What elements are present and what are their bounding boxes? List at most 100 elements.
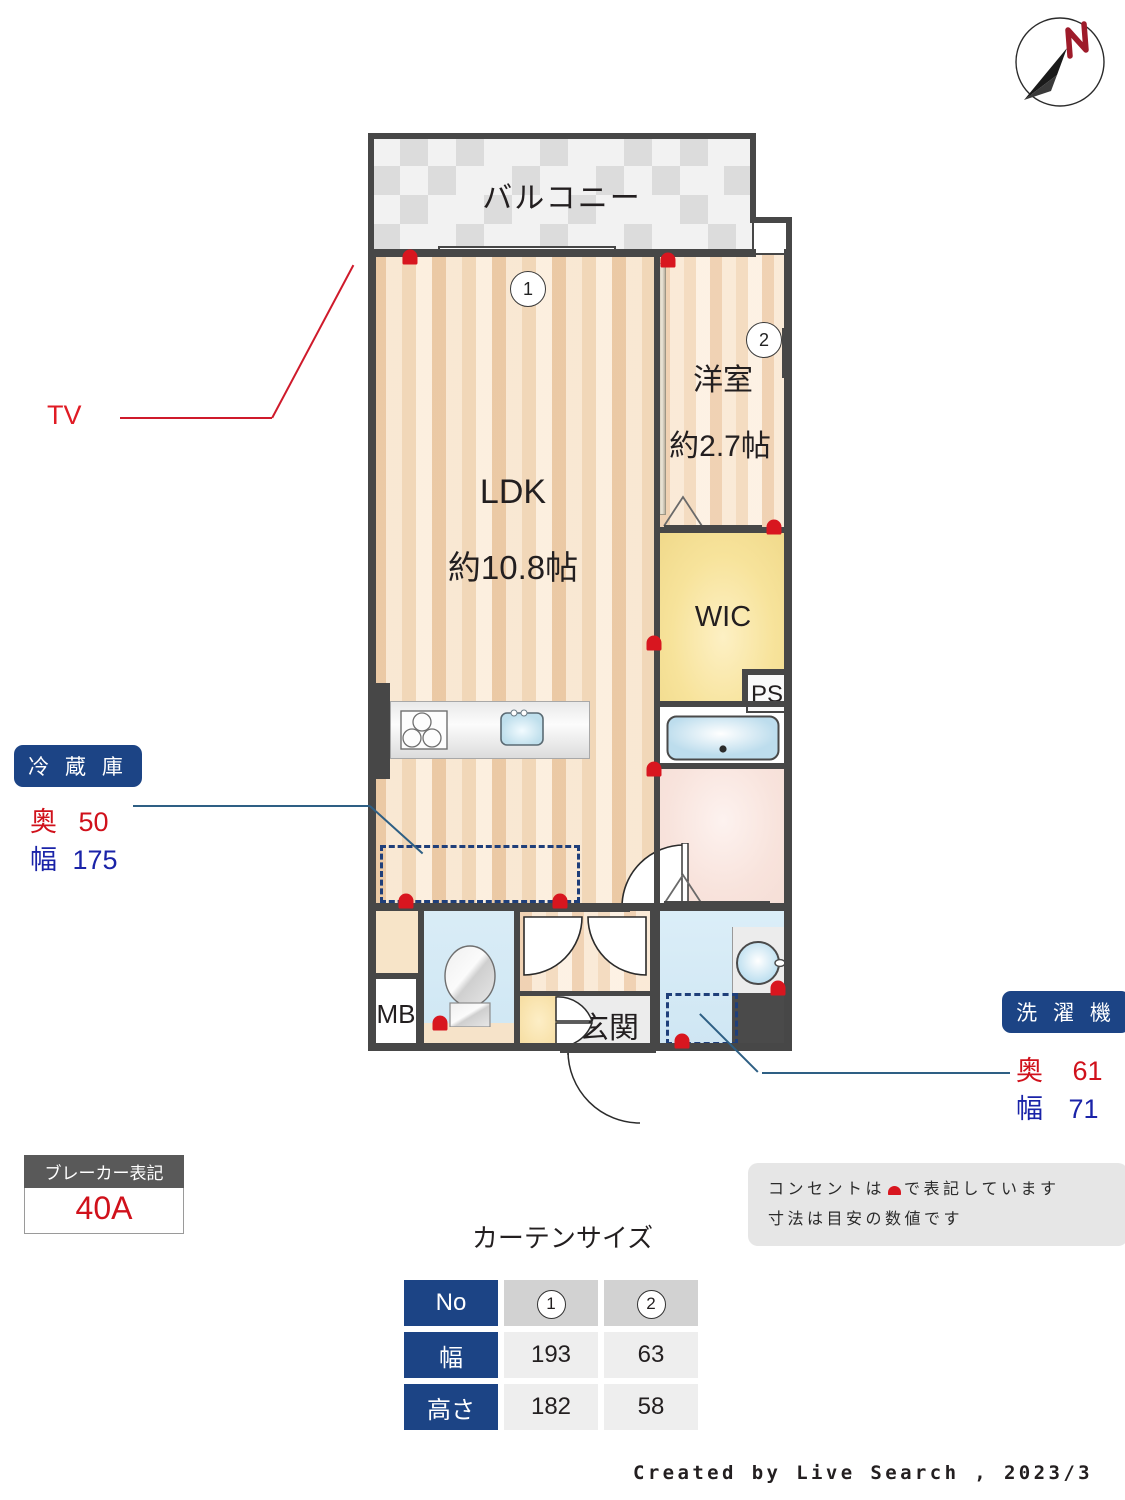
tv-leader-line-diagonal — [271, 264, 354, 419]
breaker-box: ブレーカー表記 40A — [24, 1155, 184, 1234]
wall-unit-right — [784, 249, 792, 1051]
wall-service-top — [368, 903, 660, 911]
washer-width-label: 幅 — [1016, 1094, 1043, 1124]
door-genkan-icon — [555, 996, 594, 1048]
wall-ldk-washitsu — [654, 255, 660, 1051]
curtain-table-title: カーテンサイズ — [471, 1223, 654, 1253]
label-wic: WIC — [694, 601, 752, 633]
fridge-width: 幅 175 — [30, 838, 118, 877]
outlet-washitsu-nw — [660, 252, 676, 268]
storage-shoebox — [374, 911, 418, 973]
door-hall-left-icon — [523, 916, 583, 976]
wall-ps-left — [742, 669, 747, 707]
wall-balcony-bottom — [368, 249, 756, 257]
washer-chip: 洗 濯 機 — [1002, 991, 1125, 1033]
outlet-bath-w — [646, 761, 662, 777]
washer-depth: 奥 61 — [1016, 1049, 1103, 1088]
fridge-depth-value: 50 — [78, 807, 109, 837]
curtain-width-1: 193 — [504, 1332, 598, 1378]
label-ldk: LDK — [479, 473, 547, 511]
washer-width: 幅 71 — [1016, 1087, 1099, 1126]
room-balcony: バルコニー — [372, 137, 752, 251]
fridge-width-value: 175 — [72, 845, 118, 875]
wall-shoebox-bottom — [372, 973, 420, 978]
label-mb: MB — [376, 999, 416, 1029]
outlet-fridge-left — [398, 893, 414, 909]
wall-hall-genkan — [514, 991, 656, 996]
washer-leader-line-horizontal — [762, 1072, 1010, 1074]
hall-cabinet — [520, 995, 558, 1047]
outlet-fridge-right — [552, 893, 568, 909]
curtain-size-table: No 1 2 幅 193 63 高さ 182 58 — [398, 1274, 704, 1436]
label-balcony: バルコニー — [482, 182, 642, 215]
door-hall-right-icon — [587, 916, 647, 976]
label-washitsu-area: 約2.7帖 — [669, 430, 771, 463]
wall-balcony-left — [368, 133, 374, 255]
outlet-ldk-nw — [402, 249, 418, 265]
marker-window-1: 1 — [510, 271, 546, 307]
table-row-width: 幅 193 63 — [404, 1332, 698, 1378]
wall-balcony-top — [368, 133, 756, 139]
fridge-depth: 奥 50 — [30, 800, 109, 839]
outlet-toilet — [770, 980, 786, 996]
wall-unit-bottom — [368, 1043, 792, 1051]
wall-toilet-left — [650, 909, 656, 1051]
breaker-title: ブレーカー表記 — [24, 1155, 184, 1188]
outlet-washer — [674, 1033, 690, 1049]
washer-depth-label: 奥 — [1016, 1056, 1043, 1086]
table-row-height: 高さ 182 58 — [404, 1384, 698, 1430]
curtain-header-width: 幅 — [404, 1332, 498, 1378]
wall-alcove-right — [786, 217, 792, 259]
marker-window-2: 2 — [746, 322, 782, 358]
floor-plan: バルコニー MB 玄関 — [368, 133, 792, 1124]
folding-door-washitsu-icon — [663, 495, 703, 527]
curtain-header-no: No — [404, 1280, 498, 1326]
stove-sink-icon — [400, 709, 544, 750]
table-row-no: No 1 2 — [404, 1280, 698, 1326]
wall-alcove-top — [750, 217, 792, 223]
wall-ps-top — [742, 669, 792, 674]
curtain-width-2: 63 — [604, 1332, 698, 1378]
curtain-col-2-marker: 2 — [604, 1280, 698, 1326]
wall-bath-divider — [654, 763, 792, 769]
outlet-wic-w — [646, 635, 662, 651]
fridge-space — [380, 845, 580, 903]
breaker-value: 40A — [24, 1188, 184, 1234]
fridge-leader-line-horizontal — [133, 805, 370, 807]
wall-wic-top — [654, 527, 792, 533]
outlet-washitsu-s — [766, 519, 782, 535]
note-line-1-b: で表記しています — [904, 1181, 1060, 1198]
outlet-symbol-icon — [888, 1186, 902, 1195]
tv-leader-line-horizontal — [120, 417, 272, 419]
wall-unit-left — [368, 249, 376, 1051]
curtain-header-height: 高さ — [404, 1384, 498, 1430]
room-ldk — [372, 255, 654, 907]
wall-bath-bottom — [654, 903, 792, 911]
box-mb — [374, 977, 418, 1047]
curtain-height-1: 182 — [504, 1384, 598, 1430]
compass — [1010, 12, 1110, 112]
fridge-width-label: 幅 — [30, 845, 57, 875]
wall-washroom-left — [418, 909, 424, 1051]
fridge-chip: 冷 蔵 庫 — [14, 745, 142, 787]
curtain-col-1-marker: 1 — [504, 1280, 598, 1326]
washer-width-value: 71 — [1068, 1094, 1099, 1124]
washer-depth-value: 61 — [1072, 1056, 1103, 1086]
wall-wic-bottom — [654, 701, 792, 707]
room-washitsu — [658, 255, 788, 527]
tv-outlet-label: TV — [47, 400, 82, 430]
note-line-2: 寸法は目安の数値です — [768, 1210, 964, 1228]
note-line-1-a: コンセントは — [768, 1181, 886, 1198]
wall-washroom-right — [514, 909, 520, 1051]
label-ldk-area: 約10.8帖 — [447, 549, 579, 586]
kitchen-counter — [390, 701, 590, 759]
folding-door-bath-icon — [663, 873, 703, 905]
door-entrance-outer-icon — [567, 1051, 641, 1124]
column-kitchen — [372, 683, 390, 779]
bathtub-icon — [666, 715, 780, 761]
legend-note: コンセントは で表記しています 寸法は目安の数値です — [748, 1163, 1125, 1247]
label-washitsu: 洋室 — [693, 364, 753, 397]
fridge-depth-label: 奥 — [30, 807, 57, 837]
note-line-1: コンセントは で表記しています — [768, 1175, 1125, 1205]
outlet-washroom — [432, 1015, 448, 1031]
